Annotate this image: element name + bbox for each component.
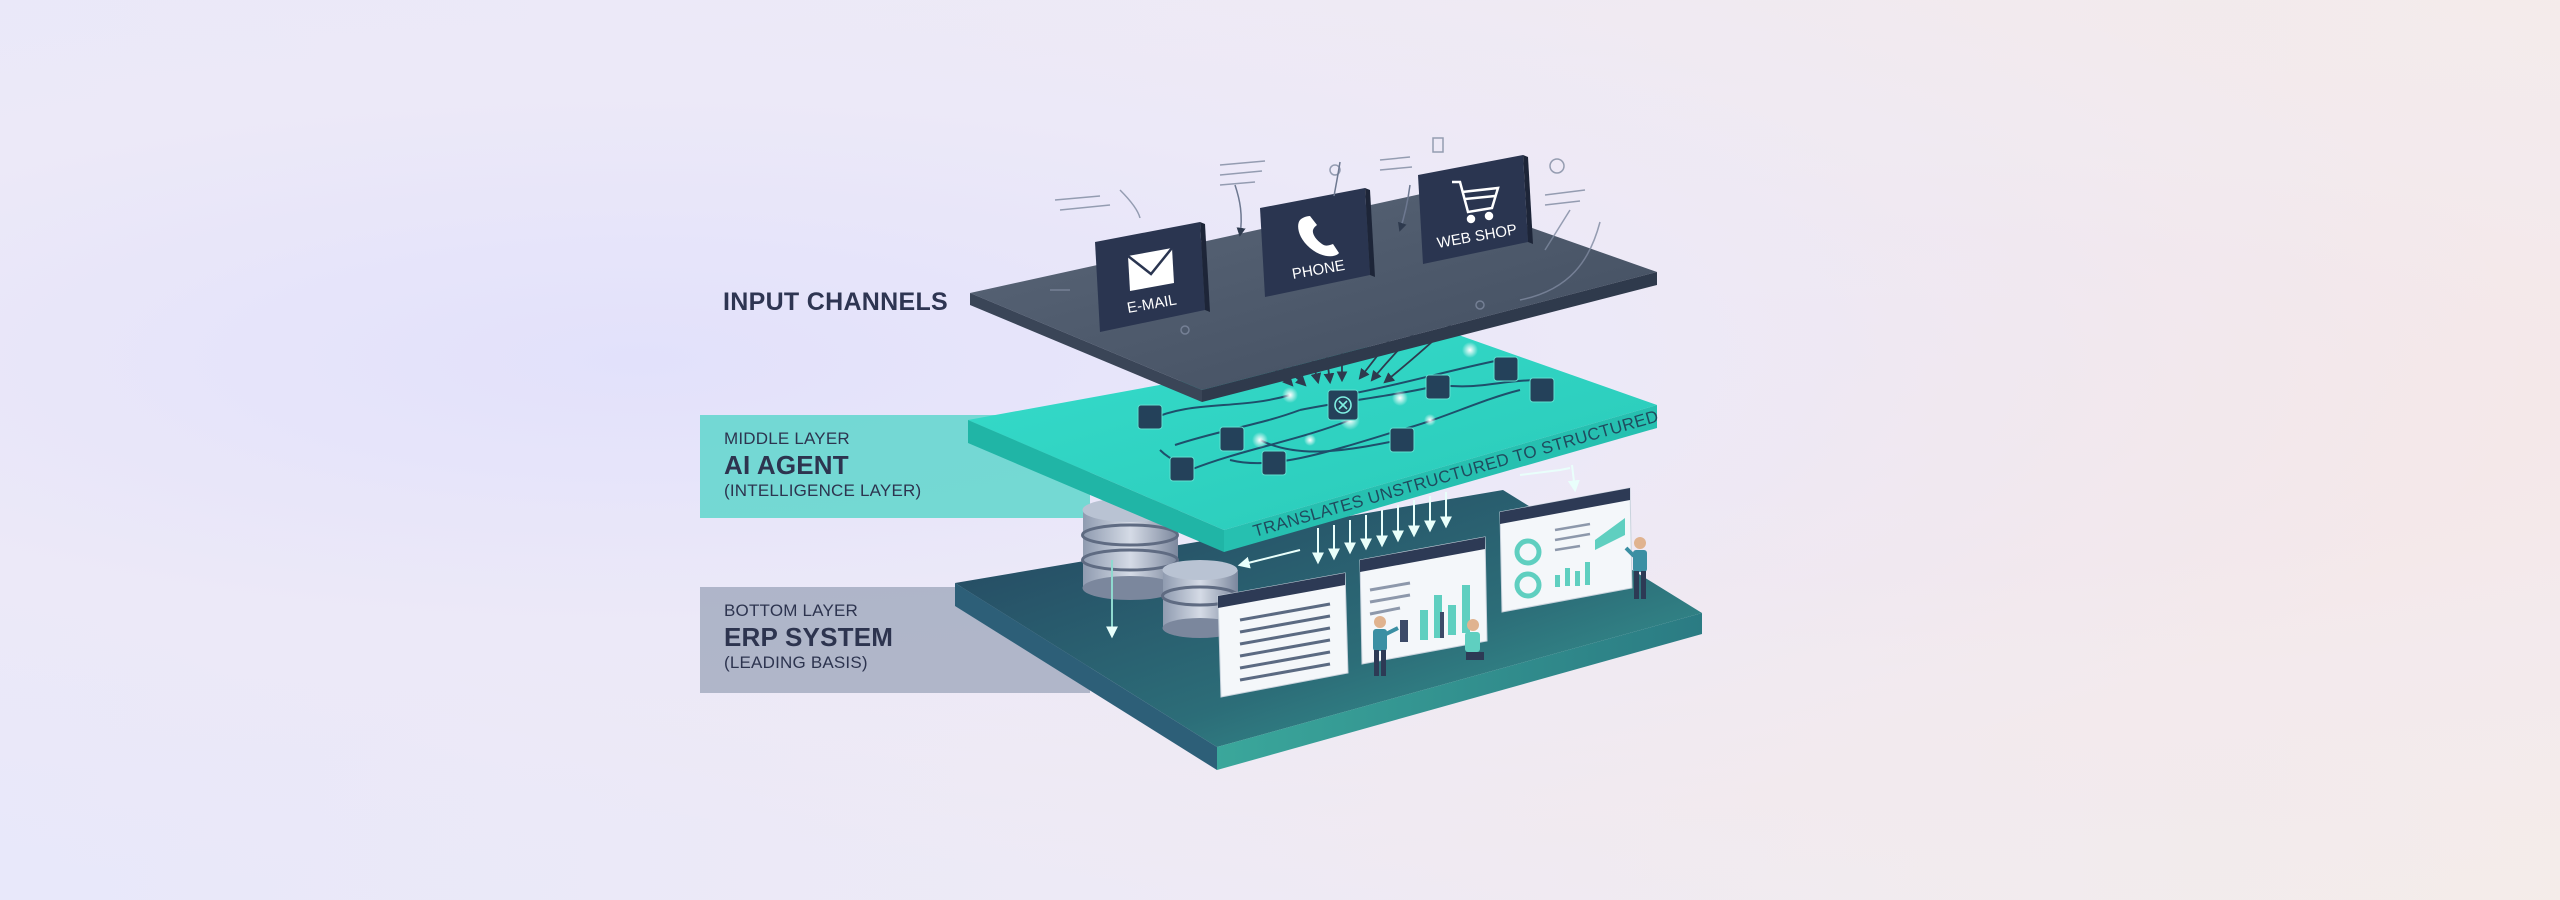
- sketch-decorations: [1050, 137, 1601, 335]
- erp-table-panel: [1217, 572, 1349, 698]
- brain-icon: [1334, 396, 1352, 414]
- incoming-arrows: [1234, 161, 1411, 237]
- bottom-layer-title: ERP SYSTEM: [724, 622, 894, 652]
- phone-channel-tile: PHONE: [1260, 188, 1375, 297]
- erp-kpi-panel: [1499, 487, 1633, 613]
- output-flow-arrows: [1237, 464, 1580, 569]
- input-channels-label: INPUT CHANNELS: [723, 288, 949, 316]
- person-icon: [1373, 616, 1399, 676]
- webshop-channel-tile: WEB SHOP: [1418, 155, 1533, 264]
- middle-layer-caption: MIDDLE LAYER: [724, 429, 850, 448]
- phone-icon: [1298, 216, 1339, 257]
- middle-layer-title: AI AGENT: [724, 450, 849, 480]
- bottom-layer-caption: BOTTOM LAYER: [724, 601, 859, 620]
- cart-icon: [1452, 180, 1500, 224]
- email-channel-tile: E-MAIL: [1095, 222, 1210, 332]
- middle-layer-subtitle: (INTELLIGENCE LAYER): [724, 481, 922, 500]
- person-icon: [1465, 619, 1484, 660]
- envelope-icon: [1127, 247, 1174, 291]
- person-icon: [1624, 537, 1647, 599]
- ai-agent-slab: [968, 332, 1657, 552]
- ai-node-icons: [1137, 356, 1555, 482]
- bottom-layer-subtitle: (LEADING BASIS): [724, 653, 868, 672]
